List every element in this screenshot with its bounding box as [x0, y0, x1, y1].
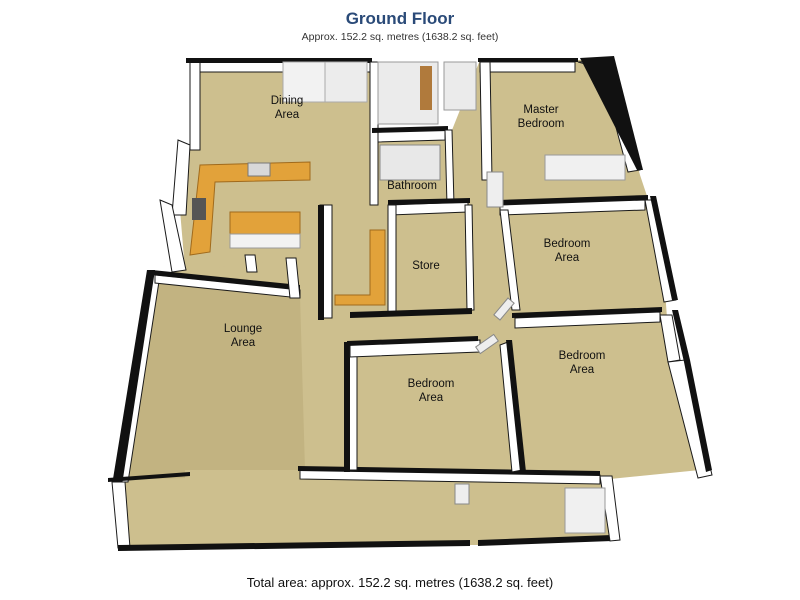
room-label-bedroom-right-middle: Bedroom Area: [543, 238, 591, 264]
shower: [379, 144, 441, 181]
room-label-bedroom-right-bottom: Bedroom Area: [558, 350, 606, 376]
wall-top: [347, 336, 478, 346]
plan-subtitle: Approx. 152.2 sq. metres (1638.2 sq. fee…: [301, 31, 499, 43]
wall-top: [112, 270, 155, 485]
wall-top: [512, 307, 662, 318]
wall-top: [672, 310, 712, 472]
door: [454, 483, 470, 505]
wall-face: [171, 139, 191, 216]
wall-face: [464, 204, 475, 311]
store-floor: [395, 210, 470, 312]
cupboard: [324, 61, 368, 103]
plan-title: Ground Floor: [345, 9, 455, 28]
wall-face: [499, 209, 521, 311]
wardrobe: [564, 487, 606, 534]
door: [420, 66, 432, 110]
wall-top: [506, 340, 526, 472]
kitchen-counter: [189, 161, 311, 256]
wall-top: [108, 472, 190, 482]
wardrobe: [544, 154, 626, 181]
bedroom2-floor: [350, 345, 505, 470]
wall: [186, 58, 372, 63]
wall-face: [285, 257, 301, 299]
lounge-floor: [115, 280, 305, 480]
wall-top: [498, 195, 648, 205]
room-label-dining: Dining Area: [270, 95, 304, 121]
wall-top: [478, 535, 612, 546]
total-area-caption: Total area: approx. 152.2 sq. metres (16…: [246, 575, 554, 590]
bedroom3-floor: [515, 315, 700, 470]
wall-face: [244, 254, 258, 273]
wall-top: [388, 198, 470, 205]
room-label-lounge: Lounge Area: [223, 323, 263, 349]
door: [493, 297, 515, 321]
wall-top: [350, 308, 472, 318]
wall-top: [298, 466, 600, 476]
hob: [192, 198, 206, 220]
island-front: [229, 233, 301, 249]
wall-face: [479, 61, 493, 181]
wall-top: [478, 58, 578, 62]
kitchen-island: [229, 211, 301, 235]
wall-face: [479, 61, 576, 73]
wall-top: [344, 342, 350, 472]
wall-top: [318, 205, 324, 320]
room-label-store: Store: [412, 260, 440, 272]
wall-top: [580, 56, 643, 170]
hallway-floor: [445, 135, 520, 345]
wall-face: [369, 61, 379, 206]
room-label-bedroom-center: Bedroom Area: [407, 378, 455, 404]
door: [474, 333, 500, 355]
corridor-floor: [115, 475, 610, 545]
room-label-master-bedroom: Master Bedroom: [517, 104, 565, 130]
sink: [247, 162, 271, 177]
wall-top: [152, 270, 300, 290]
wall-face: [159, 199, 187, 273]
wall-face: [444, 129, 455, 206]
wall-face: [667, 359, 713, 479]
wall-face: [189, 61, 201, 151]
counter: [334, 229, 386, 306]
master-floor: [485, 65, 630, 180]
bedroom1-floor: [505, 205, 660, 310]
wall-face: [387, 204, 397, 316]
wall-top: [650, 196, 678, 300]
wall-face: [659, 314, 681, 363]
closet: [443, 61, 477, 111]
door: [486, 171, 504, 208]
wall-top: [372, 126, 448, 133]
room-label-bathroom: Bathroom: [387, 180, 437, 192]
wall-top: [118, 540, 470, 551]
